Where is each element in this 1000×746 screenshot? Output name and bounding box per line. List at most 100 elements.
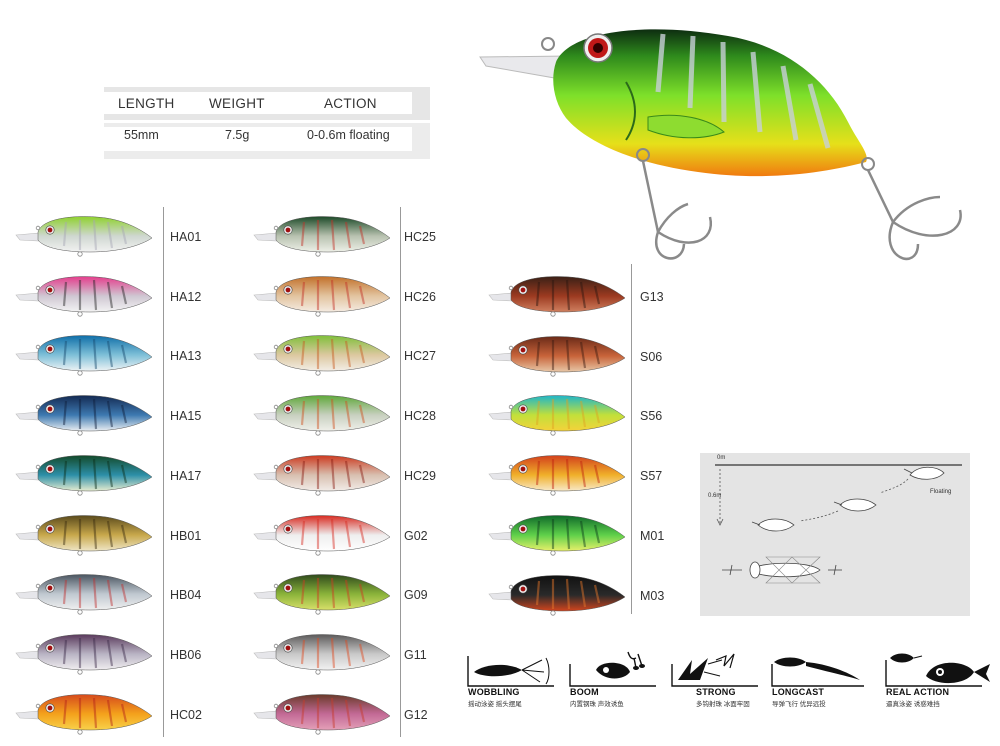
lure-image xyxy=(15,694,153,735)
lure-hc29 xyxy=(252,451,392,497)
lure-image xyxy=(253,634,391,675)
lure-hb04 xyxy=(14,570,154,616)
lure-image xyxy=(253,335,391,376)
lure-image xyxy=(253,276,391,317)
lure-m03 xyxy=(487,571,627,617)
lure-image xyxy=(15,395,153,436)
lure-code: HC29 xyxy=(404,469,436,483)
lure-g09 xyxy=(252,570,392,616)
spec-header-action: ACTION xyxy=(324,96,377,111)
lure-ha01 xyxy=(14,212,154,258)
lure-image xyxy=(488,575,626,616)
diagram-depth-bottom: 0.6m xyxy=(708,493,722,499)
feature-sub: 导弹飞行 优异远投 xyxy=(772,701,826,708)
lure-code: G02 xyxy=(404,529,428,543)
wobbling-icon xyxy=(467,656,554,687)
lure-hc27 xyxy=(252,331,392,377)
lure-hb01 xyxy=(14,511,154,557)
lure-image xyxy=(488,276,626,317)
lure-image xyxy=(15,335,153,376)
feature-label: LONGCAST xyxy=(772,687,825,697)
feature-label: WOBBLING xyxy=(468,687,520,697)
boom-icon xyxy=(569,651,656,687)
lure-code: HC28 xyxy=(404,409,436,423)
lure-image xyxy=(253,395,391,436)
lure-code: HA01 xyxy=(170,230,202,244)
spec-value-weight: 7.5g xyxy=(225,128,250,142)
lure-code: HA12 xyxy=(170,290,202,304)
lure-s06 xyxy=(487,332,627,378)
lure-image xyxy=(15,276,153,317)
lure-image xyxy=(253,694,391,735)
feature-label: REAL ACTION xyxy=(886,687,950,697)
lure-code: HB06 xyxy=(170,648,202,662)
feature-wobbling: WOBBLING 摇动泳姿 摇头摆尾 xyxy=(464,650,572,712)
lure-image xyxy=(15,515,153,556)
lure-hb06 xyxy=(14,630,154,676)
feature-sub: 内置钢珠 声效诱鱼 xyxy=(570,701,624,708)
lure-hc26 xyxy=(252,272,392,318)
lure-image xyxy=(15,634,153,675)
column1-divider xyxy=(163,207,164,737)
lure-hc28 xyxy=(252,391,392,437)
lure-code: G11 xyxy=(404,648,427,662)
lure-ha13 xyxy=(14,331,154,377)
strong-icon xyxy=(671,653,758,687)
real-action-icon xyxy=(885,653,990,687)
action-diagram: 0m 0.6m Floating xyxy=(700,453,970,616)
lure-ha15 xyxy=(14,391,154,437)
lure-code: HA15 xyxy=(170,409,202,423)
spec-header-length: LENGTH xyxy=(118,96,175,111)
feature-real-action: REAL ACTION 逼真泳姿 诱惑难挡 xyxy=(882,650,994,712)
lure-g02 xyxy=(252,511,392,557)
lure-code: HA17 xyxy=(170,469,202,483)
lure-image xyxy=(488,395,626,436)
lure-code: M03 xyxy=(640,589,665,603)
spec-header-weight: WEIGHT xyxy=(209,96,265,111)
spec-value-row xyxy=(104,123,430,159)
lure-ha17 xyxy=(14,451,154,497)
lure-hc02 xyxy=(14,690,154,736)
feature-boom: BOOM 内置钢珠 声效诱鱼 xyxy=(566,650,674,712)
lure-code: S06 xyxy=(640,350,663,364)
hero-lure-image xyxy=(478,22,978,282)
feature-label: BOOM xyxy=(570,687,599,697)
lure-code: HC02 xyxy=(170,708,202,722)
spec-value-action: 0-0.6m floating xyxy=(307,128,390,142)
lure-image xyxy=(488,455,626,496)
column3-divider xyxy=(631,264,632,614)
column2-divider xyxy=(400,207,401,737)
feature-sub: 多钩射珠 冰面牢固 xyxy=(696,701,750,708)
feature-label: STRONG xyxy=(696,687,736,697)
lure-image xyxy=(488,336,626,377)
spec-table: LENGTH WEIGHT ACTION 55mm 7.5g 0-0.6m fl… xyxy=(104,87,430,159)
lure-code: HC27 xyxy=(404,349,436,363)
lure-g12 xyxy=(252,690,392,736)
lure-g13 xyxy=(487,272,627,318)
lure-code: HA13 xyxy=(170,349,202,363)
lure-image xyxy=(15,216,153,257)
lure-code: G09 xyxy=(404,588,428,602)
lure-code: HC26 xyxy=(404,290,436,304)
longcast-icon xyxy=(771,657,864,687)
spec-header-row xyxy=(104,87,430,120)
lure-code: G12 xyxy=(404,708,428,722)
feature-strong: STRONG 多钩射珠 冰面牢固 xyxy=(668,650,776,712)
lure-code: S57 xyxy=(640,469,663,483)
lure-image xyxy=(253,574,391,615)
lure-image xyxy=(253,455,391,496)
lure-code: HB01 xyxy=(170,529,202,543)
lure-code: HC25 xyxy=(404,230,436,244)
lure-image xyxy=(488,515,626,556)
lure-code: G13 xyxy=(640,290,664,304)
lure-s57 xyxy=(487,451,627,497)
lure-g11 xyxy=(252,630,392,676)
feature-sub: 摇动泳姿 摇头摆尾 xyxy=(468,701,522,708)
lure-s56 xyxy=(487,391,627,437)
spec-value-length: 55mm xyxy=(124,128,159,142)
lure-image xyxy=(253,216,391,257)
lure-m01 xyxy=(487,511,627,557)
diagram-note: Floating xyxy=(930,489,952,495)
lure-code: HB04 xyxy=(170,588,202,602)
lure-image xyxy=(253,515,391,556)
